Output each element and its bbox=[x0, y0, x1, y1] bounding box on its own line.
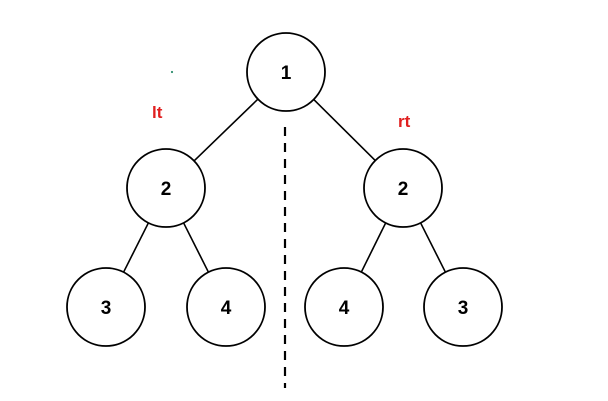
tree-node-left-child: 2 bbox=[126, 148, 206, 228]
edge-right-child-to-right-right-leaf bbox=[419, 222, 447, 273]
node-value: 4 bbox=[339, 298, 350, 319]
left-subtree-label: lt bbox=[152, 103, 163, 122]
node-value: 1 bbox=[281, 63, 292, 84]
node-value: 3 bbox=[458, 298, 469, 319]
tree-node-right-left-leaf: 4 bbox=[304, 267, 384, 347]
tree-node-right-child: 2 bbox=[363, 148, 443, 228]
nodes-layer: 1 2 2 3 4 4 3 bbox=[66, 32, 503, 347]
node-circle bbox=[186, 267, 266, 347]
node-circle bbox=[363, 148, 443, 228]
node-circle bbox=[126, 148, 206, 228]
node-circle bbox=[66, 267, 146, 347]
node-value: 3 bbox=[101, 298, 112, 319]
edge-left-child-to-left-right-leaf bbox=[182, 222, 210, 273]
node-value: 2 bbox=[161, 179, 172, 200]
tree-node-left-right-leaf: 4 bbox=[186, 267, 266, 347]
node-circle bbox=[423, 267, 503, 347]
node-value: 4 bbox=[221, 298, 232, 319]
tree-node-root: 1 bbox=[246, 32, 326, 112]
edge-root-to-right-child bbox=[313, 98, 376, 162]
edge-root-to-left-child bbox=[193, 98, 259, 162]
tree-node-right-right-leaf: 3 bbox=[423, 267, 503, 347]
edge-right-child-to-right-left-leaf bbox=[360, 222, 387, 273]
right-subtree-label: rt bbox=[398, 112, 411, 131]
stray-dot bbox=[170, 70, 174, 74]
node-circle bbox=[304, 267, 384, 347]
node-value: 2 bbox=[398, 179, 409, 200]
edge-left-child-to-left-left-leaf bbox=[122, 222, 150, 273]
tree-node-left-left-leaf: 3 bbox=[66, 267, 146, 347]
node-circle bbox=[246, 32, 326, 112]
edges-layer bbox=[122, 98, 447, 273]
